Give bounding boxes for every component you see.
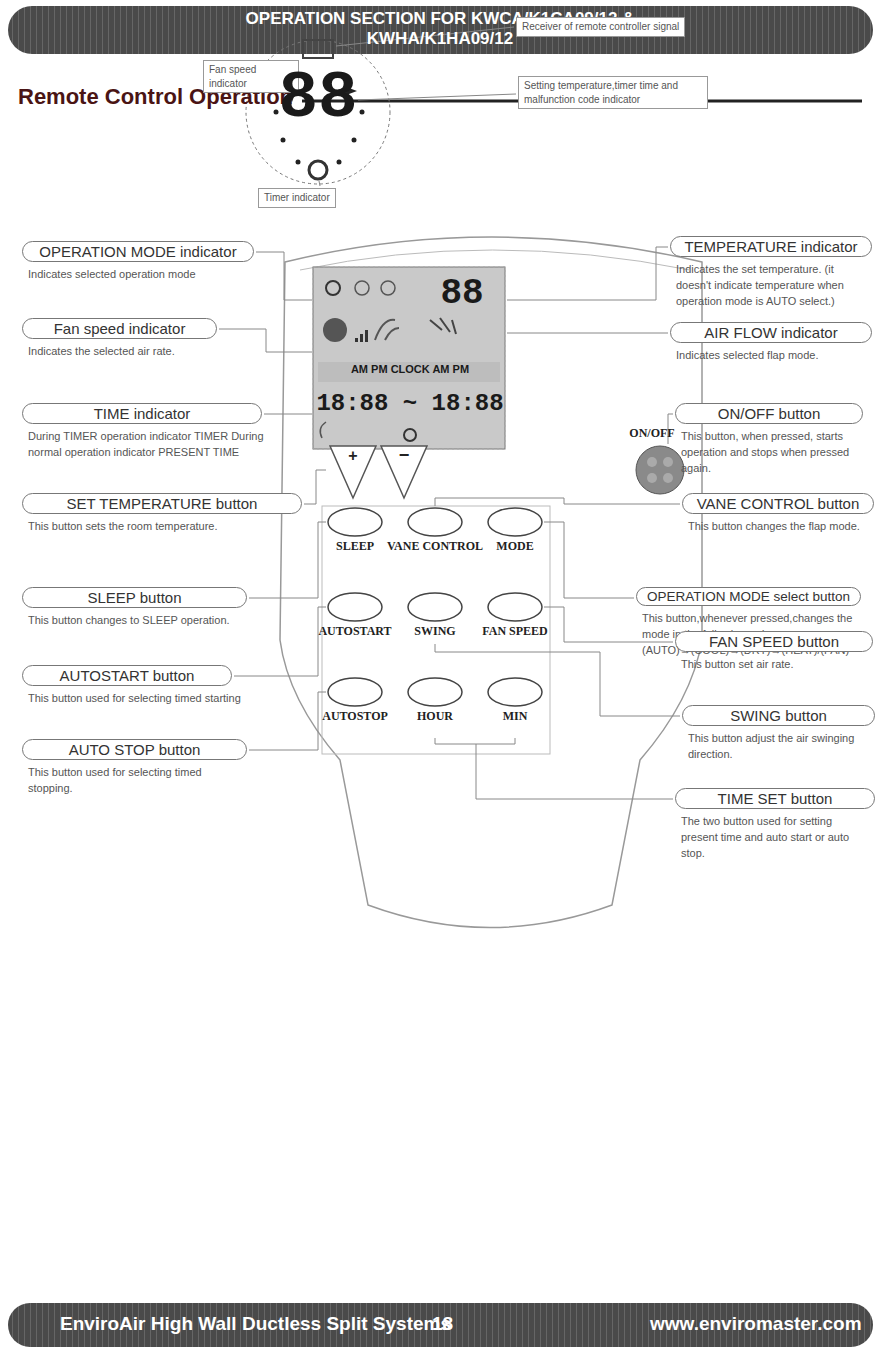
display-text: 18:88 ~ 18:88: [316, 392, 503, 416]
callout-heading: AUTO STOP button: [22, 739, 247, 760]
callout-description: This button set air rate.: [675, 657, 870, 673]
callout-description: This button sets the room temperature.: [22, 519, 272, 535]
lcd-screen: [313, 267, 505, 449]
button-label: ON/OFF: [629, 427, 674, 439]
display-text: 88: [440, 276, 483, 312]
callout: VANE CONTROL buttonThis button changes t…: [682, 493, 872, 535]
temperature-buttons: [320, 422, 427, 498]
button-label: MODE: [496, 540, 533, 552]
onoff-button: [636, 446, 684, 494]
callout: AUTO STOP buttonThis button used for sel…: [22, 739, 242, 797]
callout-heading: Fan speed indicator: [22, 318, 217, 339]
indicator-text: Setting temperature,timer time and malfu…: [518, 76, 708, 109]
callout-heading: SWING button: [682, 705, 875, 726]
button-label: FAN SPEED: [482, 625, 547, 637]
callout: AIR FLOW indicatorIndicates selected fla…: [670, 322, 870, 364]
callout-description: This button adjust the air swinging dire…: [682, 731, 872, 763]
callout-description: This button changes the flap mode.: [682, 519, 872, 535]
button-label: +: [348, 448, 357, 464]
callout-description: Indicates the set temperature. (it doesn…: [670, 262, 870, 310]
callout: SLEEP buttonThis button changes to SLEEP…: [22, 587, 262, 629]
callout-description: This button used for selecting timed sta…: [22, 691, 262, 707]
callout: OPERATION MODE indicatorIndicates select…: [22, 241, 262, 283]
callout-description: Indicates the selected air rate.: [22, 344, 262, 360]
display-text: AM PM CLOCK AM PM: [351, 364, 469, 375]
callout: SET TEMPERATURE buttonThis button sets t…: [22, 493, 272, 535]
callout-heading: AIR FLOW indicator: [670, 322, 872, 343]
callout-heading: SLEEP button: [22, 587, 247, 608]
button-label: AUTOSTOP: [322, 710, 388, 722]
callout: ON/OFF buttonThis button, when pressed, …: [675, 403, 870, 477]
callout: AUTOSTART buttonThis button used for sel…: [22, 665, 262, 707]
callout: TIME indicatorDuring TIMER operation ind…: [22, 403, 282, 461]
callout-heading: FAN SPEED button: [675, 631, 873, 652]
indicator-label: Setting temperature,timer time and malfu…: [518, 76, 708, 109]
callout: Fan speed indicatorIndicates the selecte…: [22, 318, 262, 360]
callout-heading: TEMPERATURE indicator: [670, 236, 872, 257]
callout-description: This button, when pressed, starts operat…: [675, 429, 870, 477]
callout-heading: ON/OFF button: [675, 403, 863, 424]
indicator-label: Receiver of remote controller signal: [516, 17, 685, 37]
callout: SWING buttonThis button adjust the air s…: [682, 705, 872, 763]
band: EnviroAir High Wall Ductless Split Syste…: [0, 1303, 881, 1347]
callout-heading: OPERATION MODE indicator: [22, 241, 254, 262]
button-label: −: [399, 446, 410, 464]
callout-heading: TIME SET button: [675, 788, 875, 809]
header-band: [8, 6, 873, 54]
footer-band: [8, 1303, 873, 1347]
button-label: VANE CONTROL: [387, 540, 483, 552]
callout-heading: OPERATION MODE select button: [636, 587, 861, 606]
footer-text: EnviroAir High Wall Ductless Split Syste…: [60, 1313, 451, 1335]
callout-description: Indicates selected flap mode.: [670, 348, 870, 364]
callout-heading: VANE CONTROL button: [682, 493, 874, 514]
callout: FAN SPEED buttonThis button set air rate…: [675, 631, 870, 673]
leader-line: [219, 247, 680, 799]
indicator-label: Timer indicator: [258, 188, 336, 208]
indicator-text: Receiver of remote controller signal: [516, 17, 685, 37]
button-label: SLEEP: [336, 540, 374, 552]
button-label: AUTOSTART: [318, 625, 391, 637]
remote-body: [280, 237, 702, 928]
callout: TEMPERATURE indicatorIndicates the set t…: [670, 236, 870, 310]
callout-heading: SET TEMPERATURE button: [22, 493, 302, 514]
indicator-text: Timer indicator: [258, 188, 336, 208]
button-label: HOUR: [417, 710, 453, 722]
callout-heading: TIME indicator: [22, 403, 262, 424]
button-label: MIN: [503, 710, 528, 722]
callout-description: The two button used for setting present …: [675, 814, 870, 862]
callout-heading: AUTOSTART button: [22, 665, 232, 686]
callout-description: Indicates selected operation mode: [22, 267, 262, 283]
button-label: SWING: [414, 625, 455, 637]
callout-description: This button changes to SLEEP operation.: [22, 613, 262, 629]
callout: TIME SET buttonThe two button used for s…: [675, 788, 870, 862]
footer-text: 18: [432, 1313, 453, 1335]
footer-text: www.enviromaster.com: [650, 1313, 862, 1335]
callout-description: This button used for selecting timed sto…: [22, 765, 242, 797]
display-text: 88: [278, 66, 357, 132]
callout-description: During TIMER operation indicator TIMER D…: [22, 429, 282, 461]
